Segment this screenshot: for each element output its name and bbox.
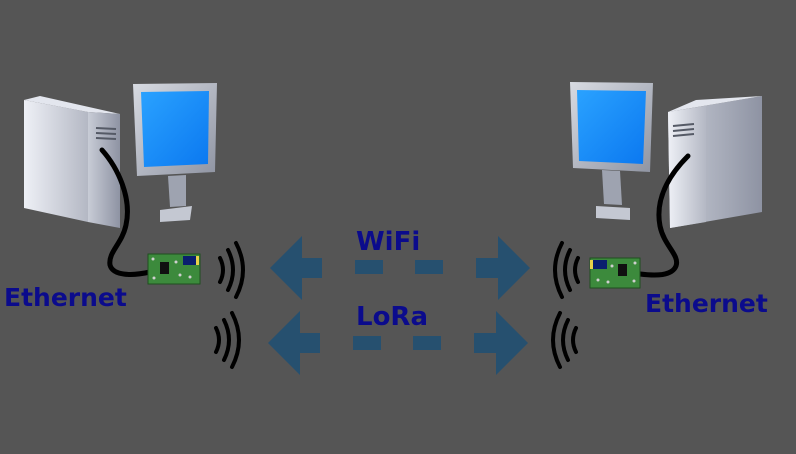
lora-arrow-left-head (268, 311, 320, 375)
right-computer-icon (570, 82, 762, 228)
lora-arrow-dash (413, 336, 441, 350)
left-board-icon (147, 253, 201, 285)
lora-arrow-right-head (474, 311, 528, 375)
left-ethernet-cable (99, 147, 153, 277)
lora-bidirectional-arrow (268, 311, 528, 375)
left-lora-signal-icon (214, 311, 241, 369)
right-tower-icon (668, 96, 762, 228)
lora-arrow-dash (353, 336, 381, 350)
wifi-bidirectional-arrow (270, 236, 530, 300)
right-ethernet-cable (637, 153, 691, 278)
wifi-arrow-dash (415, 260, 443, 274)
left-wifi-signal-icon (218, 241, 245, 299)
left-computer-icon (24, 83, 217, 228)
right-monitor-icon (570, 82, 653, 220)
right-board-icon (589, 257, 641, 289)
lora-label: LoRa (356, 302, 428, 332)
right-lora-signal-icon (551, 311, 578, 369)
wifi-arrow-dash (355, 260, 383, 274)
right-wifi-signal-icon (553, 241, 580, 299)
wifi-label: WiFi (356, 227, 421, 257)
left-monitor-icon (133, 83, 217, 222)
wifi-arrow-left-head (270, 236, 322, 300)
ethernet-label-left: Ethernet (4, 283, 127, 312)
wifi-arrow-right-head (476, 236, 530, 300)
left-tower-icon (24, 96, 120, 228)
ethernet-label-right: Ethernet (645, 289, 768, 318)
